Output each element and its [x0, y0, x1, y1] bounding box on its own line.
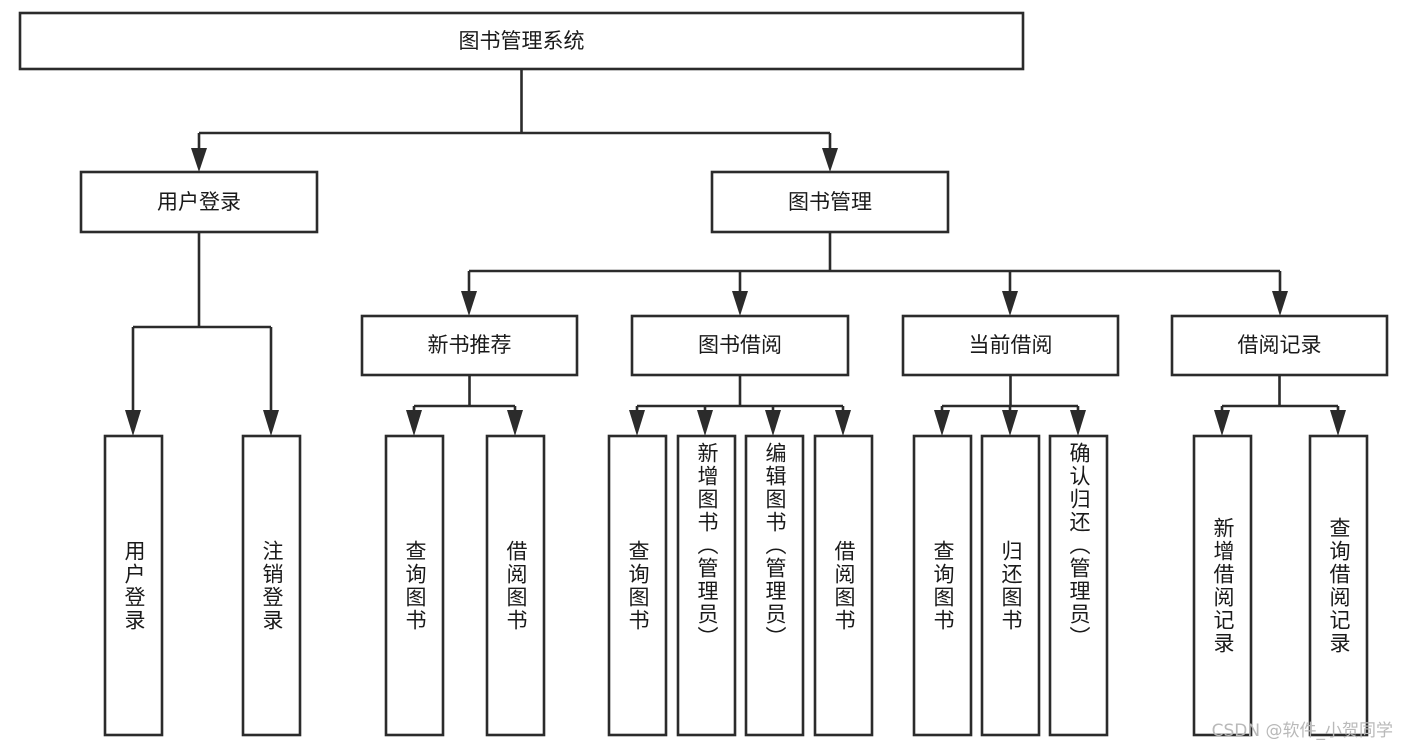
- leaf-box-add-book-admin[interactable]: [676, 434, 737, 737]
- leaf-box-query-book-recommend[interactable]: [384, 434, 445, 737]
- node-root[interactable]: 图书管理系统: [18, 11, 1025, 71]
- arrow-head-icon: [835, 410, 851, 436]
- arrow-head-icon: [1002, 291, 1018, 316]
- arrow-head-icon: [191, 148, 207, 172]
- node-user-login-label: 用户登录: [157, 190, 241, 214]
- node-new-book-recommend[interactable]: 新书推荐: [360, 314, 579, 377]
- leaf-box-add-borrow-record[interactable]: [1192, 434, 1253, 737]
- node-new-book-recommend-box[interactable]: [360, 314, 579, 377]
- connector-user-login-to-leaves: [125, 232, 279, 436]
- node-current-borrow-box[interactable]: [901, 314, 1120, 377]
- arrow-head-icon: [1214, 410, 1230, 436]
- leaf-box-query-book-current[interactable]: [912, 434, 973, 737]
- arrow-head-icon: [125, 410, 141, 436]
- node-root-box[interactable]: [18, 11, 1025, 71]
- csdn-watermark: CSDN @软件_小贺同学: [1211, 721, 1393, 741]
- node-borrow-record[interactable]: 借阅记录: [1170, 314, 1389, 377]
- arrow-head-icon: [1330, 410, 1346, 436]
- arrow-head-icon: [1070, 410, 1086, 436]
- node-current-borrow[interactable]: 当前借阅: [901, 314, 1120, 377]
- arrow-head-icon: [263, 410, 279, 436]
- arrow-head-icon: [697, 410, 713, 436]
- arrow-head-icon: [765, 410, 781, 436]
- node-book-borrow-label: 图书借阅: [698, 333, 782, 357]
- leaf-box-logout[interactable]: [241, 434, 302, 737]
- arrow-head-icon: [507, 410, 523, 436]
- leaf-box-edit-book-admin[interactable]: [744, 434, 805, 737]
- node-book-management[interactable]: 图书管理: [710, 170, 950, 234]
- leaf-box-borrow-book[interactable]: [813, 434, 874, 737]
- node-current-borrow-label: 当前借阅: [969, 333, 1053, 357]
- leaf-box-query-book-borrow[interactable]: [607, 434, 668, 737]
- arrow-head-icon: [732, 291, 748, 316]
- arrow-head-icon: [822, 148, 838, 172]
- arrow-head-icon: [406, 410, 422, 436]
- arrow-head-icon: [1002, 410, 1018, 436]
- node-user-login-box[interactable]: [79, 170, 319, 234]
- node-borrow-record-label: 借阅记录: [1238, 333, 1322, 357]
- arrow-head-icon: [1272, 291, 1288, 316]
- node-book-borrow[interactable]: 图书借阅: [630, 314, 850, 377]
- leaf-box-user-login[interactable]: [103, 434, 164, 737]
- leaf-box-borrow-book-recommend[interactable]: [485, 434, 546, 737]
- arrow-head-icon: [461, 291, 477, 316]
- connector-new-book-recommend-to-leaves: [406, 375, 523, 436]
- leaf-box-confirm-return-admin[interactable]: [1048, 434, 1109, 737]
- connector-book-borrow-to-leaves: [629, 375, 851, 436]
- node-new-book-recommend-label: 新书推荐: [428, 333, 512, 357]
- node-book-management-label: 图书管理: [788, 190, 872, 214]
- node-root-label: 图书管理系统: [459, 29, 585, 53]
- leaf-box-return-book[interactable]: [980, 434, 1041, 737]
- connector-book-management-to-level3: [461, 232, 1288, 316]
- connector-borrow-record-to-leaves: [1214, 375, 1346, 436]
- connector-current-borrow-to-leaves: [934, 375, 1086, 436]
- connector-root-to-level2: [191, 69, 838, 172]
- leaf-box-query-borrow-record[interactable]: [1308, 434, 1369, 737]
- node-user-login[interactable]: 用户登录: [79, 170, 319, 234]
- arrow-head-icon: [934, 410, 950, 436]
- arrow-head-icon: [629, 410, 645, 436]
